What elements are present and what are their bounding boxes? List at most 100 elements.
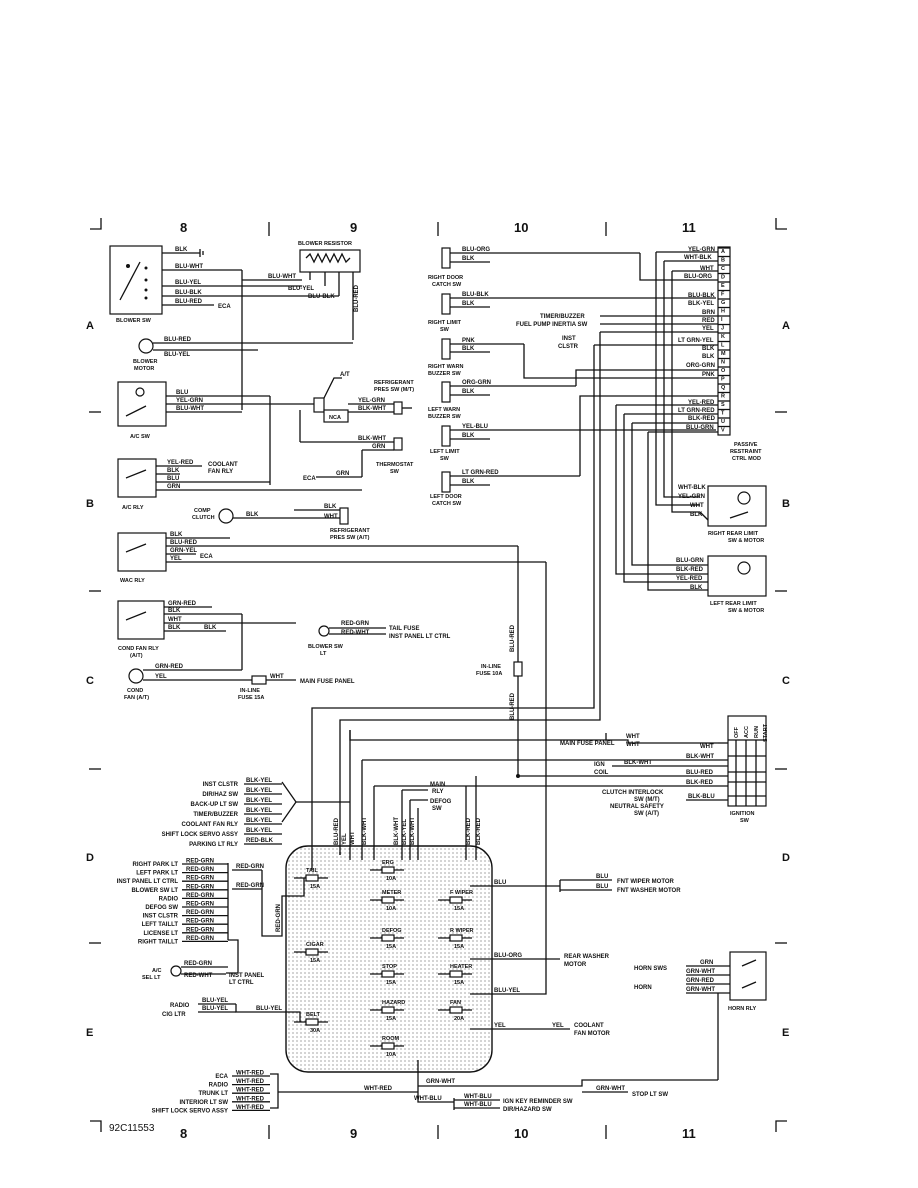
svg-text:COND FAN RLY: COND FAN RLY <box>118 646 159 652</box>
row-c-right: C <box>782 675 790 687</box>
svg-text:BLK-WHT: BLK-WHT <box>394 817 400 845</box>
connector-pin: T <box>721 411 725 417</box>
svg-text:SW & MOTOR: SW & MOTOR <box>728 608 764 614</box>
svg-text:10A: 10A <box>386 876 396 882</box>
svg-text:BLK: BLK <box>690 512 703 518</box>
svg-text:SW & MOTOR: SW & MOTOR <box>728 538 764 544</box>
svg-text:BLK-WHT: BLK-WHT <box>358 406 386 412</box>
svg-text:WAC RLY: WAC RLY <box>120 578 145 584</box>
svg-text:HORN SWS: HORN SWS <box>634 966 667 972</box>
svg-text:BLU-YEL: BLU-YEL <box>494 988 520 994</box>
svg-text:BLK-RED: BLK-RED <box>688 416 716 422</box>
svg-text:MAIN: MAIN <box>430 782 445 788</box>
svg-text:A/C SW: A/C SW <box>130 434 151 440</box>
connector-pin: V <box>721 428 725 434</box>
svg-text:TIMER/BUZZER: TIMER/BUZZER <box>540 314 585 320</box>
svg-text:PASSIVE: PASSIVE <box>734 442 758 448</box>
svg-text:GRN: GRN <box>700 960 713 966</box>
inline-fuse-10a: BLU-RED BLU-RED IN-LINE FUSE 10A <box>476 546 523 776</box>
col-9-top: 9 <box>350 220 357 235</box>
svg-text:BLU-ORG: BLU-ORG <box>462 247 490 253</box>
circuit-destination: LEFT TAILLT <box>142 922 179 928</box>
svg-text:BLU-ORG: BLU-ORG <box>684 274 712 280</box>
col-11-top: 11 <box>682 220 696 235</box>
svg-text:IGN: IGN <box>594 762 605 768</box>
connector-pin: I <box>721 317 723 323</box>
wire-color: RED-BLK <box>246 838 274 844</box>
svg-text:RADIO: RADIO <box>170 1003 190 1009</box>
wire-color: RED-GRN <box>186 884 214 890</box>
wire-color: WHT-RED <box>236 1096 265 1102</box>
svg-text:WHT: WHT <box>270 674 284 680</box>
blower-wires: BLK BLU-WHT BLU-YEL BLU-BLK BLU-RED ECA … <box>162 247 339 410</box>
svg-text:BLU: BLU <box>167 476 179 482</box>
svg-text:DEFOG: DEFOG <box>382 928 402 934</box>
connector-pin: Q <box>721 385 726 391</box>
connector-pin: J <box>721 326 724 332</box>
svg-text:LEFT REAR LIMIT: LEFT REAR LIMIT <box>710 601 757 607</box>
svg-text:LT GRN-RED: LT GRN-RED <box>678 408 715 414</box>
wire-color: RED-GRN <box>186 927 214 933</box>
svg-text:BLK: BLK <box>168 625 181 631</box>
connector-pin: A <box>721 249 725 255</box>
svg-text:RED-GRN: RED-GRN <box>236 883 264 889</box>
right-warn-buzzer: PNK BLK RIGHT WARN BUZZER SW <box>428 338 524 377</box>
svg-text:BLK-YEL: BLK-YEL <box>402 819 408 845</box>
svg-text:MOTOR: MOTOR <box>134 366 154 372</box>
row-e-right: E <box>782 1027 789 1039</box>
blower-resistor-label: BLOWER RESISTOR <box>298 241 352 247</box>
circuit-destination: LICENSE LT <box>143 931 178 937</box>
circuit-destination: SHIFT LOCK SERVO ASSY <box>162 832 238 838</box>
svg-text:WHT: WHT <box>626 742 640 748</box>
svg-text:BLU-WHT: BLU-WHT <box>268 274 296 280</box>
connector-pin: F <box>721 292 725 298</box>
svg-text:BLOWER: BLOWER <box>133 359 157 365</box>
svg-text:A/T: A/T <box>340 372 350 378</box>
svg-text:15A: 15A <box>310 884 320 890</box>
svg-text:ECA: ECA <box>218 304 231 310</box>
circuit-destination: INST CLSTR <box>203 782 239 788</box>
svg-text:BLU-ORG: BLU-ORG <box>494 953 522 959</box>
circuit-destination: LEFT PARK LT <box>136 871 178 877</box>
svg-text:YEL-RED: YEL-RED <box>676 576 703 582</box>
circuit-destination: PARKING LT RLY <box>189 842 238 848</box>
svg-text:IN-LINE: IN-LINE <box>240 688 260 694</box>
svg-text:BLU-YEL: BLU-YEL <box>202 1006 228 1012</box>
svg-text:SW: SW <box>440 327 450 333</box>
svg-text:PRES SW (M/T): PRES SW (M/T) <box>374 387 414 393</box>
svg-text:BLK-RED: BLK-RED <box>466 817 472 845</box>
svg-text:F WIPER: F WIPER <box>450 890 473 896</box>
wire-color: RED-GRN <box>186 867 214 873</box>
connector-pin: L <box>721 343 725 349</box>
svg-text:BLU-WHT: BLU-WHT <box>175 264 203 270</box>
svg-text:30A: 30A <box>310 1028 320 1034</box>
svg-text:BLU-YEL: BLU-YEL <box>164 352 190 358</box>
cond-fan-relay: GRN-RED BLK WHT BLK BLK COND FAN RLY (A/… <box>117 600 296 659</box>
svg-text:BLU-WHT: BLU-WHT <box>176 406 204 412</box>
svg-text:BLOWER SW: BLOWER SW <box>308 644 344 650</box>
blower-resistor: BLOWER RESISTOR BLU-RED <box>298 241 361 340</box>
passive-restraint-wiring <box>311 251 718 870</box>
svg-text:BLK: BLK <box>324 504 337 510</box>
svg-text:BLU-YEL: BLU-YEL <box>256 1006 282 1012</box>
svg-text:WHT-BLU: WHT-BLU <box>464 1102 492 1108</box>
svg-text:REAR WASHER: REAR WASHER <box>564 954 610 960</box>
svg-text:BLK-BLU: BLK-BLU <box>688 794 715 800</box>
row-a-left: A <box>86 320 94 332</box>
svg-text:COIL: COIL <box>594 770 609 776</box>
horn-relay: HORN RLY GRN GRN-WHT GRN-RED GRN-WHT HOR… <box>634 951 767 1080</box>
svg-text:COMP: COMP <box>194 508 211 514</box>
svg-text:GRN-RED: GRN-RED <box>155 664 184 670</box>
svg-text:METER: METER <box>382 890 401 896</box>
svg-text:BLU-RED: BLU-RED <box>334 817 340 845</box>
svg-text:WHT: WHT <box>168 617 182 623</box>
svg-text:A/C RLY: A/C RLY <box>122 505 144 511</box>
svg-text:INST PANEL: INST PANEL <box>229 973 265 979</box>
svg-text:BELT: BELT <box>306 1012 321 1018</box>
row-a-right: A <box>782 320 790 332</box>
svg-text:BLU-YEL: BLU-YEL <box>288 286 314 292</box>
